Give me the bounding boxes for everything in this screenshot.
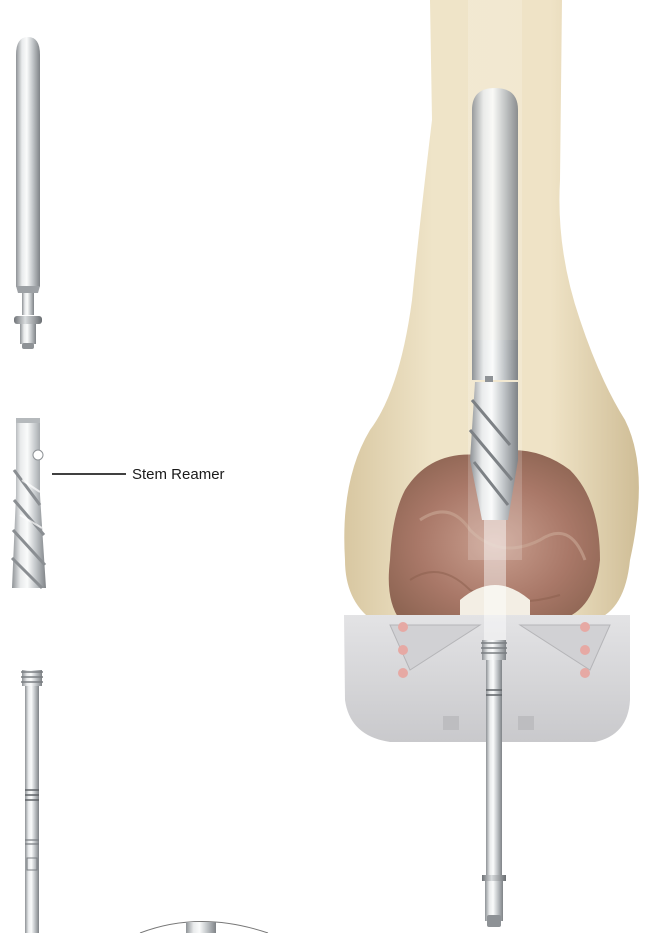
stem-reamer [12,418,46,588]
reamer-shaft [21,670,43,933]
stem-reamer-label: Stem Reamer [132,466,225,483]
detail-circle [140,922,268,934]
inserted-stem-rod [472,88,518,384]
stem-trial-rod [14,37,42,349]
